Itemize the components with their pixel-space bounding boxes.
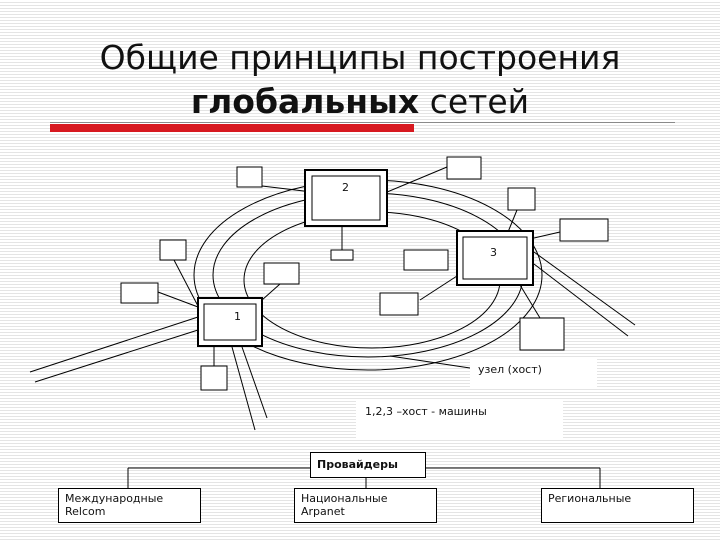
provider-national-box: Национальные Arpanet <box>294 488 437 523</box>
node-box <box>159 239 187 261</box>
node-box <box>120 282 159 304</box>
link-line <box>231 346 256 431</box>
host-3-outer <box>456 230 534 286</box>
link-line <box>519 284 541 319</box>
provider-regional-box: Региональные <box>541 488 694 523</box>
host-2-inner <box>311 175 381 221</box>
node-box <box>236 166 263 188</box>
callout-host-machines: 1,2,3 –хост - машины <box>356 399 563 439</box>
link-line <box>419 275 458 301</box>
provider-regional-name: Региональные <box>548 492 632 505</box>
provider-international-box: Международные Relcom <box>58 488 201 523</box>
callout-node-host: узел (хост) <box>470 359 597 387</box>
host-1-inner <box>203 303 257 341</box>
link-line <box>261 185 313 193</box>
node-box <box>519 317 565 351</box>
node-box <box>200 365 228 391</box>
node-box <box>559 218 609 242</box>
host-3-label: 3 <box>490 246 497 259</box>
link-line <box>379 166 448 196</box>
slide-title-bold-word: глобальных <box>190 82 420 121</box>
slide-title-line1: Общие принципы построения <box>99 38 621 77</box>
host-1-label: 1 <box>234 310 241 323</box>
link-line <box>173 259 199 307</box>
host-2-outer <box>304 169 388 227</box>
provider-national-name: Национальные <box>301 492 388 505</box>
link-line <box>241 346 268 419</box>
providers-root-box: Провайдеры <box>310 452 426 478</box>
node-box <box>446 156 482 180</box>
provider-national-example: Arpanet <box>301 505 345 518</box>
slide-title-rest: сетей <box>419 82 530 121</box>
host-1-outer <box>197 297 263 347</box>
link-line <box>507 209 518 233</box>
title-divider-gray <box>50 122 675 123</box>
node-box <box>403 249 449 271</box>
provider-tree-lines <box>127 467 601 488</box>
slide-title-line2: глобальных сетей <box>0 80 720 124</box>
node-box <box>330 249 354 261</box>
link-line <box>533 251 636 326</box>
node-box <box>379 292 419 316</box>
title-divider-red <box>50 124 414 132</box>
node-box <box>507 187 536 211</box>
host-2-label: 2 <box>342 181 349 194</box>
callout-pointer <box>389 355 471 369</box>
link-line <box>157 291 199 308</box>
connection-lines <box>29 166 636 431</box>
node-boxes <box>120 156 609 391</box>
link-line <box>34 329 199 383</box>
host-3-inner <box>462 236 528 280</box>
link-line <box>29 316 199 373</box>
host-boxes <box>197 169 534 347</box>
link-line <box>533 231 561 239</box>
provider-international-example: Relcom <box>65 505 106 518</box>
link-line <box>533 263 629 337</box>
node-box <box>263 262 300 285</box>
provider-international-name: Международные <box>65 492 164 505</box>
